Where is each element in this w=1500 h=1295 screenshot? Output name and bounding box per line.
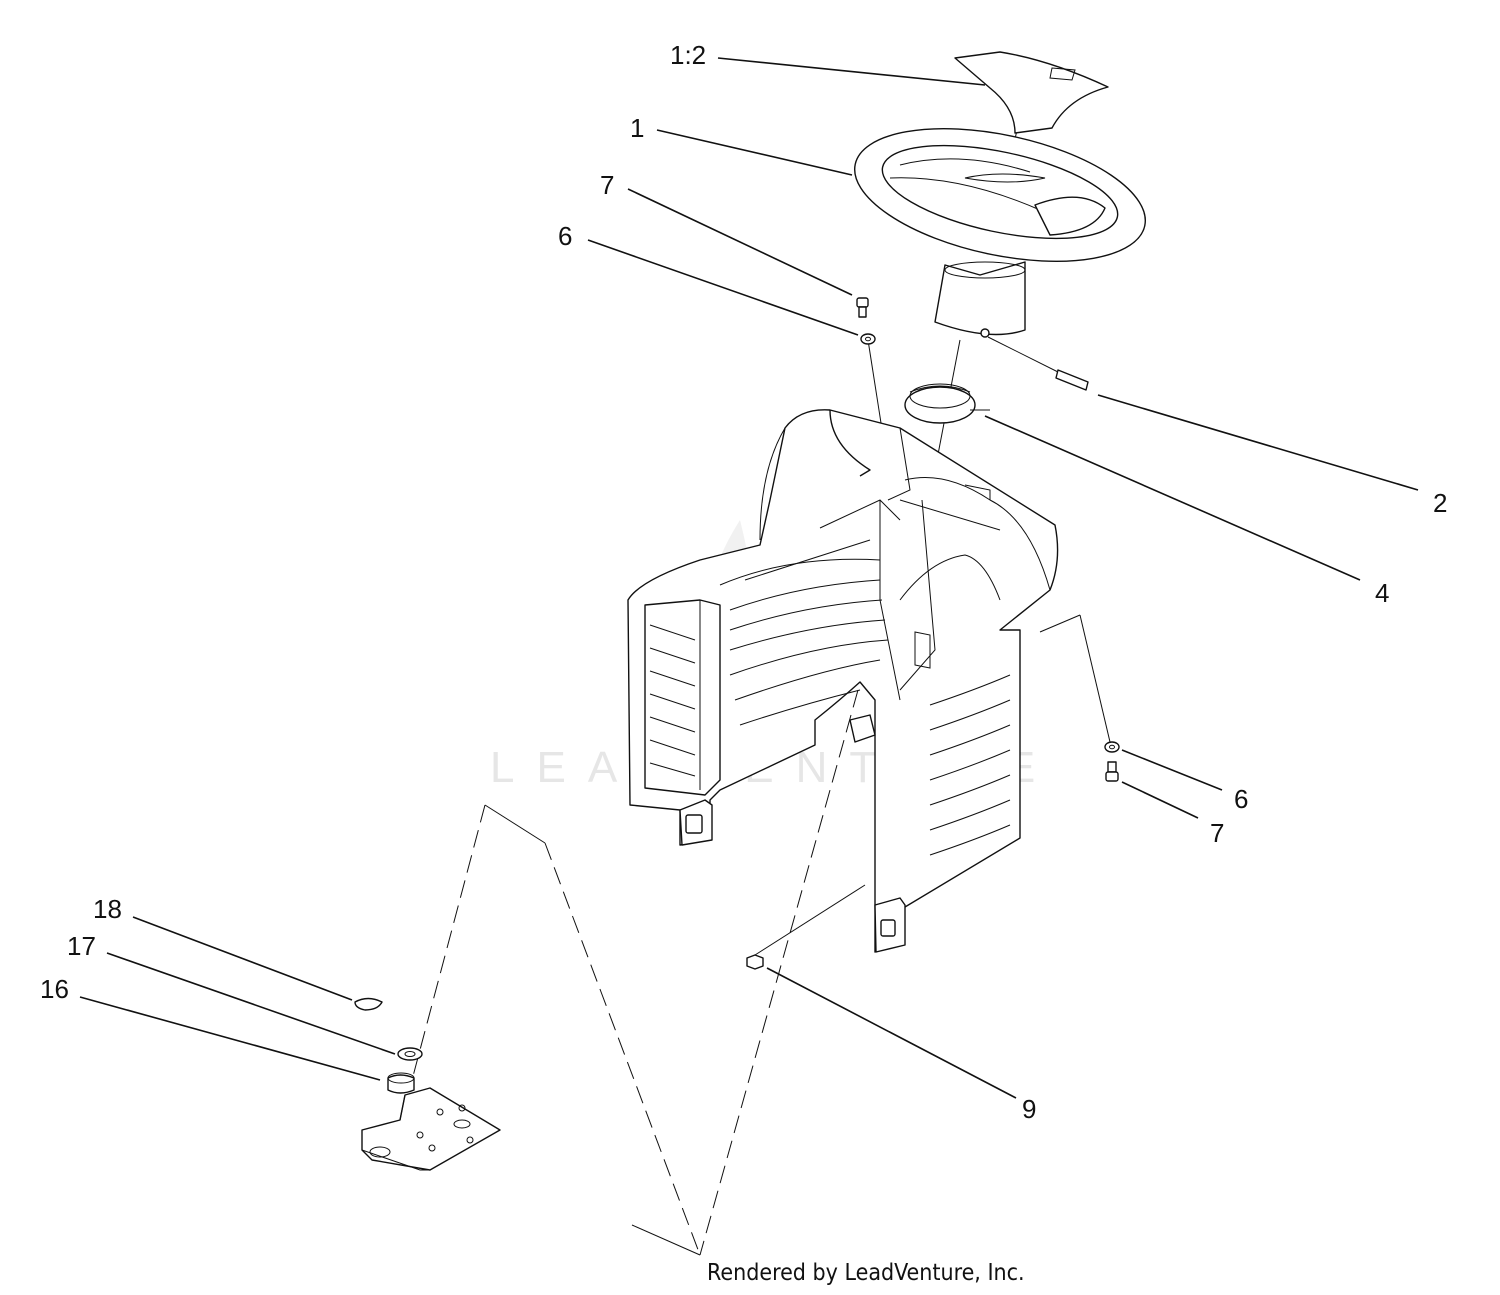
- callout-2: 2: [1433, 488, 1447, 518]
- callout-6-top: 6: [558, 221, 572, 251]
- callout-7-top: 7: [600, 170, 614, 200]
- callout-16: 16: [40, 974, 69, 1004]
- screw-right: [1105, 761, 1119, 782]
- roll-pin: [1055, 369, 1089, 391]
- mounting-plate: [361, 1087, 501, 1171]
- nut: [746, 954, 764, 970]
- steering-wheel: [853, 128, 1147, 338]
- bushing-flange: [387, 1072, 415, 1094]
- screw-top: [856, 297, 869, 318]
- washer-right: [1104, 741, 1120, 753]
- washer-top: [860, 333, 876, 345]
- emblem-insert: [954, 51, 1109, 134]
- callout-1-2: 1:2: [670, 40, 706, 70]
- retaining-ring: [354, 997, 383, 1011]
- callout-4: 4: [1375, 578, 1389, 608]
- render-credit: Rendered by LeadVenture, Inc.: [707, 1260, 1025, 1286]
- leader-lines: [79, 57, 1419, 1099]
- callout-1: 1: [630, 113, 644, 143]
- callout-6-right: 6: [1234, 784, 1248, 814]
- steering-tower-shroud: [627, 409, 1059, 953]
- callout-9: 9: [1022, 1094, 1036, 1124]
- callout-7-right: 7: [1210, 818, 1224, 848]
- callout-18: 18: [93, 894, 122, 924]
- steering-bushing: [904, 383, 990, 424]
- callout-17: 17: [67, 931, 96, 961]
- washer-flat: [397, 1047, 423, 1061]
